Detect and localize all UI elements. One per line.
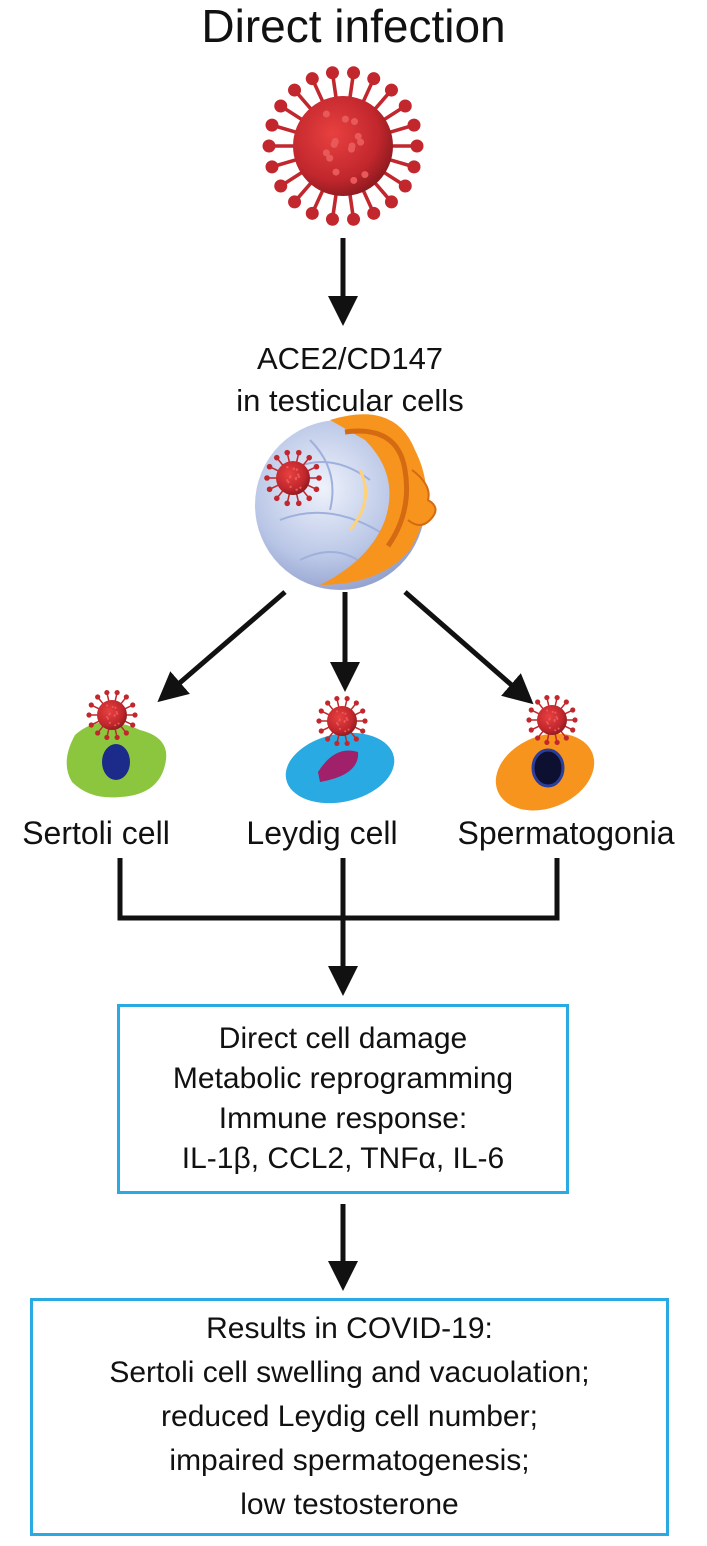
effects-line-4: IL-1β, CCL2, TNFα, IL-6: [181, 1142, 505, 1175]
testis-cross-section-icon: [255, 414, 437, 590]
arrow-to-spermatogonia: [403, 590, 534, 705]
arrow-to-sertoli: [157, 590, 287, 703]
results-line-2: Sertoli cell swelling and vacuolation;: [109, 1356, 590, 1389]
bracket-connector: [117, 858, 560, 921]
leydig-cell-label: Leydig cell: [246, 815, 398, 851]
effects-box: Direct cell damage Metabolic reprogrammi…: [117, 1004, 569, 1194]
spermatogonia-icon: [495, 694, 595, 811]
coronavirus-icon: [262, 66, 424, 226]
results-box: Results in COVID-19: Sertoli cell swelli…: [30, 1298, 669, 1536]
receptor-label: ACE2/CD147 in testicular cells: [150, 338, 550, 422]
receptor-label-line2: in testicular cells: [236, 383, 464, 418]
sertoli-cell-label: Sertoli cell: [22, 815, 170, 851]
sertoli-cell-icon: [66, 689, 167, 798]
effects-line-2: Metabolic reprogramming: [172, 1062, 514, 1095]
results-line-5: low testosterone: [240, 1488, 459, 1521]
results-line-3: reduced Leydig cell number;: [161, 1400, 538, 1433]
effects-line-1: Direct cell damage: [218, 1022, 468, 1055]
effects-line-3: Immune response:: [218, 1102, 468, 1135]
results-line-1: Results in COVID-19:: [206, 1312, 493, 1345]
spermatogonia-label: Spermatogonia: [457, 815, 675, 851]
coronavirus-icon-on-testis: [264, 449, 322, 507]
diagram-title: Direct infection: [201, 0, 506, 52]
results-line-4: impaired spermatogenesis;: [169, 1444, 530, 1477]
receptor-label-line1: ACE2/CD147: [256, 341, 444, 376]
leydig-cell-icon: [285, 695, 395, 804]
